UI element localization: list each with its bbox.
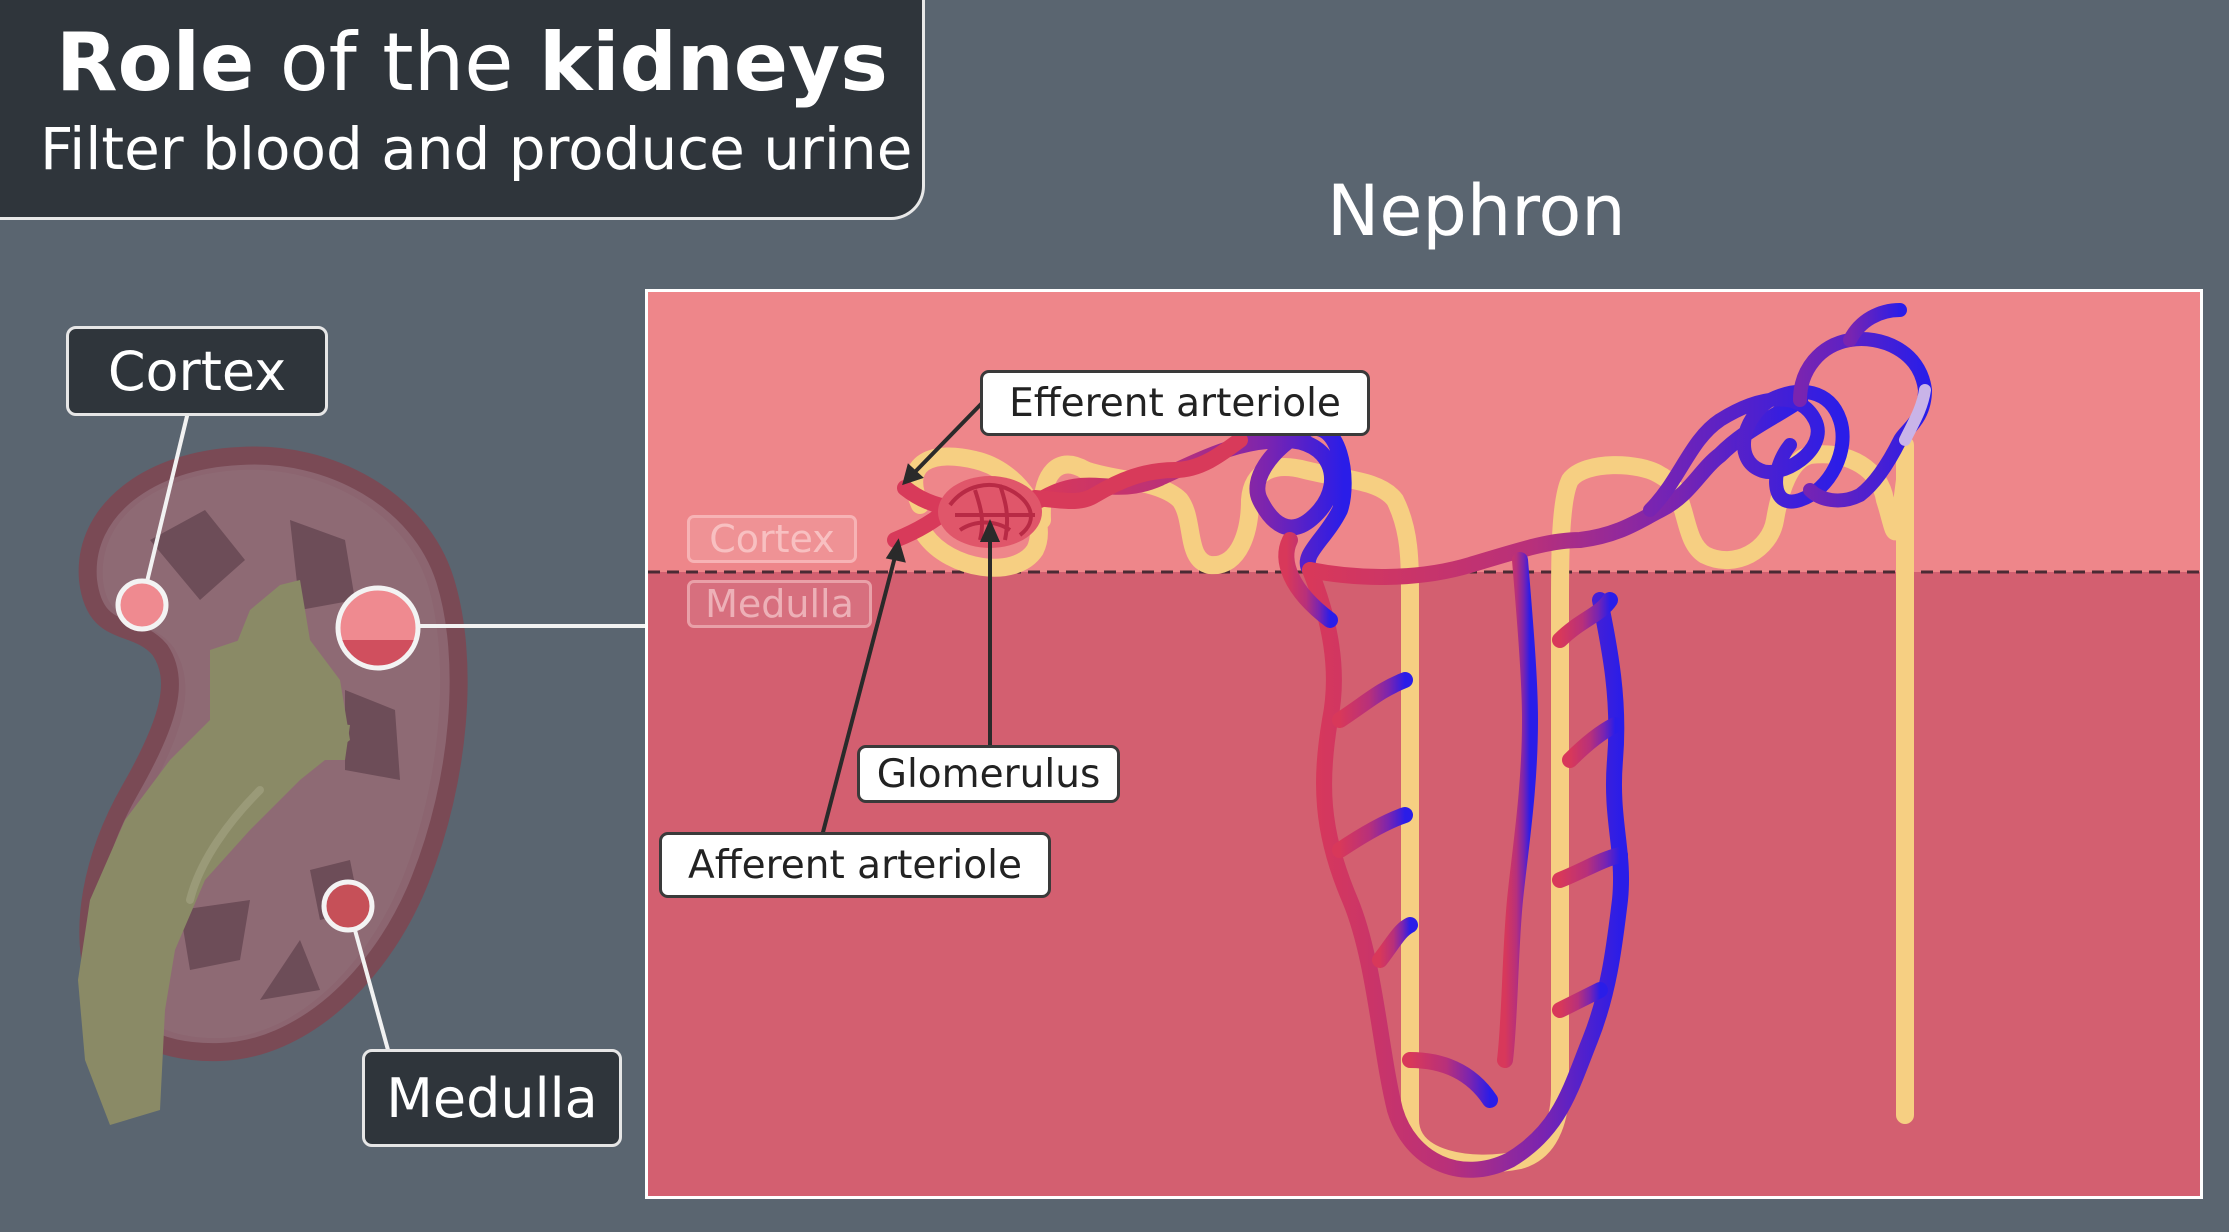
- kidney-pyramid: [260, 940, 320, 1000]
- kidney-pyramid: [290, 520, 355, 610]
- kidney-pyramid: [150, 510, 245, 600]
- title-panel: Role of the kidneys Filter blood and pro…: [0, 0, 925, 220]
- kidney-illustration: [78, 446, 468, 1125]
- glomerulus-label: Glomerulus: [857, 745, 1120, 803]
- page-subtitle: Filter blood and produce urine: [40, 115, 913, 183]
- cortex-callout-line: [143, 411, 190, 591]
- kidney-pyramid: [345, 690, 400, 780]
- title-strong-role: Role: [56, 16, 255, 109]
- cortex-zone: [648, 292, 2200, 572]
- label-arrows: [820, 398, 1001, 837]
- vein-fade-end: [1899, 384, 1931, 446]
- glomerulus: [938, 476, 1042, 548]
- cortex-marker: [115, 578, 169, 632]
- zoom-marker: [335, 585, 421, 671]
- medulla-label: Medulla: [362, 1049, 622, 1147]
- page-title: Role of the kidneys: [56, 16, 888, 109]
- efferent-arteriole-label: Efferent arteriole: [980, 370, 1370, 436]
- kidney-pyramid: [180, 900, 250, 970]
- cortex-label: Cortex: [66, 326, 328, 416]
- medulla-marker: [321, 879, 375, 933]
- title-strong-kidneys: kidneys: [538, 16, 888, 109]
- nephron-heading: Nephron: [1327, 170, 1626, 252]
- title-middle: of the: [279, 16, 514, 109]
- cortex-zone-label: Cortex: [687, 515, 857, 563]
- medulla-callout-line: [348, 911, 390, 1051]
- medulla-zone-label: Medulla: [687, 580, 872, 628]
- afferent-arteriole-label: Afferent arteriole: [659, 832, 1051, 898]
